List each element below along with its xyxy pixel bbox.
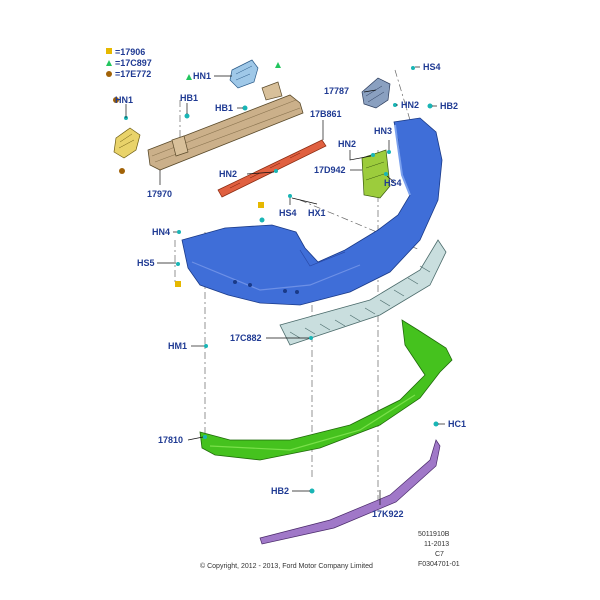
part-17810-valance[interactable] — [199, 319, 453, 461]
label-hb2-top[interactable]: HB2 — [440, 101, 458, 111]
label-hn2-right[interactable]: HN2 — [401, 100, 419, 110]
label-17c882[interactable]: 17C882 — [230, 333, 262, 343]
part-17c882-absorber[interactable] — [279, 239, 447, 346]
part-upper-bracket[interactable] — [229, 59, 259, 89]
ref-code-2: 11-2013 — [424, 541, 449, 548]
label-17d942[interactable]: 17D942 — [314, 165, 346, 175]
label-hn2-mid[interactable]: HN2 — [338, 139, 356, 149]
legend-circle-icon — [106, 71, 112, 77]
part-17b861-reflector[interactable] — [217, 139, 327, 198]
label-hb1-mid[interactable]: HB1 — [215, 103, 233, 113]
part-17787-bracket[interactable] — [361, 77, 391, 109]
legend-triangle-icon — [106, 60, 112, 66]
label-17b861[interactable]: 17B861 — [310, 109, 342, 119]
label-17970[interactable]: 17970 — [147, 189, 172, 199]
label-hs4-top[interactable]: HS4 — [423, 62, 441, 72]
label-hn1-top[interactable]: HN1 — [193, 71, 211, 81]
label-hx1[interactable]: HX1 — [308, 208, 326, 218]
label-hb2-bottom[interactable]: HB2 — [271, 486, 289, 496]
label-17787[interactable]: 17787 — [324, 86, 349, 96]
legend-code-17906: =17906 — [115, 47, 145, 57]
label-hn4[interactable]: HN4 — [152, 227, 170, 237]
label-hn1-left[interactable]: HN1 — [115, 95, 133, 105]
label-hb1-top[interactable]: HB1 — [180, 93, 198, 103]
label-17k922[interactable]: 17K922 — [372, 509, 404, 519]
legend-code-17c897: =17C897 — [115, 58, 152, 68]
label-hs4-left[interactable]: HS4 — [279, 208, 297, 218]
label-hs4-mid[interactable]: HS4 — [384, 178, 402, 188]
label-hn2-left[interactable]: HN2 — [219, 169, 237, 179]
part-left-bracket[interactable] — [113, 127, 141, 159]
label-17810[interactable]: 17810 — [158, 435, 183, 445]
legend-square-icon — [106, 48, 112, 54]
label-hn3[interactable]: HN3 — [374, 126, 392, 136]
copyright-text: © Copyright, 2012 - 2013, Ford Motor Com… — [200, 562, 373, 570]
part-17k922-trim-strip[interactable] — [259, 439, 441, 545]
ref-code-4: F0304701-01 — [418, 561, 460, 568]
legend-code-17e772: =17E772 — [115, 69, 151, 79]
part-labels: HN1 HN1 HB1 HB1 17970 HN2 HS4 HX1 17B861… — [115, 62, 466, 519]
ref-code-1: 5011910B — [418, 531, 450, 538]
part-bumper-cover[interactable] — [181, 117, 443, 306]
footer: © Copyright, 2012 - 2013, Ford Motor Com… — [200, 531, 460, 570]
ref-code-3: C7 — [435, 551, 444, 558]
label-hm1[interactable]: HM1 — [168, 341, 187, 351]
label-hs5[interactable]: HS5 — [137, 258, 155, 268]
part-17d942-bracket[interactable] — [361, 149, 391, 199]
legend: =17906 =17C897 =17E772 — [106, 47, 152, 79]
leader-lines — [125, 66, 445, 505]
part-17970-reinforcement-beam[interactable] — [147, 81, 304, 171]
label-hc1[interactable]: HC1 — [448, 419, 466, 429]
